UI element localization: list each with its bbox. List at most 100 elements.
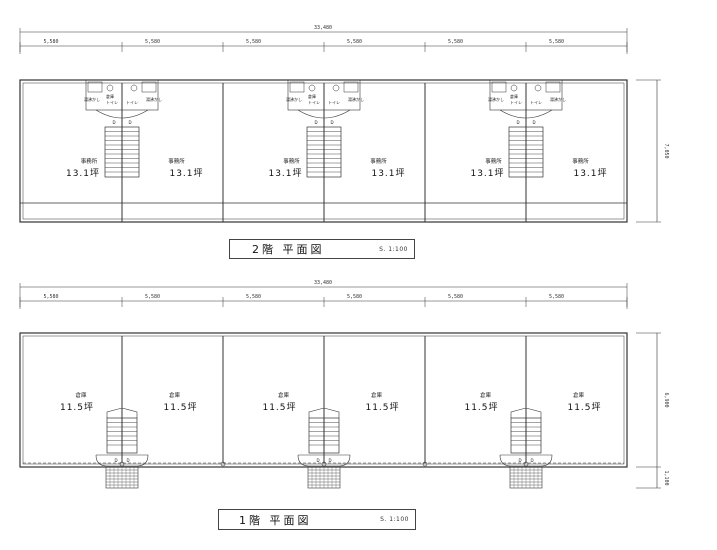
lower-area-label-left: 11.5坪: [60, 402, 94, 413]
upper-store-label: 倉庫: [510, 93, 518, 99]
lower-overall-dim: 33,480: [314, 280, 332, 286]
upper-wc-label-right: トイレ: [328, 100, 340, 105]
lower-door-label-left: D: [114, 458, 117, 463]
upper-landing-curve: [297, 109, 351, 119]
upper-sink-label-right: 湯沸かし: [146, 96, 162, 102]
upper-sink-left: [491, 81, 507, 93]
lower-area-label-right: 11.5坪: [567, 402, 601, 413]
upper-toilet-right: [130, 84, 138, 92]
lower-door-label-right: D: [530, 458, 533, 463]
upper-wc-label-right: トイレ: [126, 100, 138, 105]
upper-area-label-left: 13.1坪: [470, 168, 504, 179]
lower-entry-landing: [297, 454, 351, 467]
lower-bay-dim: 5,580: [145, 294, 160, 300]
upper-overall-dim: 33,480: [314, 25, 332, 31]
lower-height-dim: 6,900: [663, 392, 669, 407]
upper-area-label-left: 13.1坪: [268, 168, 302, 179]
upper-toilet-left: [106, 84, 114, 92]
first-floor-scale: S. 1:100: [380, 516, 409, 523]
upper-store-label: 倉庫: [308, 93, 316, 99]
lower-bay-dim: 5,580: [246, 294, 261, 300]
lower-bay-dim: 5,580: [347, 294, 362, 300]
upper-area-label-right: 13.1坪: [573, 168, 607, 179]
lower-door-label-left: D: [518, 458, 521, 463]
upper-room-label-right: 事務所: [168, 157, 185, 165]
lower-room-label-left: 倉庫: [75, 391, 87, 399]
second-floor-title-box: 2階 平面図 S. 1:100: [229, 239, 415, 259]
second-floor-title: 2階 平面図: [252, 243, 325, 256]
upper-toilet-left: [510, 84, 518, 92]
upper-door-label-right: D: [532, 120, 535, 125]
first-floor-plan: 33,480 5,580 5,580 5,580 5,580 5,580 5,580 6,90…: [19, 280, 669, 489]
lower-room-label-right: 倉庫: [371, 391, 383, 399]
lower-area-label-left: 11.5坪: [464, 402, 498, 413]
upper-area-label-right: 13.1坪: [169, 168, 203, 179]
upper-area-label-left: 13.1坪: [66, 168, 100, 179]
upper-wet-core: [287, 79, 361, 111]
upper-wc-label-left: トイレ: [510, 100, 522, 105]
lower-stair-hood: [308, 407, 340, 418]
lower-room-label-right: 倉庫: [573, 391, 585, 399]
lower-bay-dim: 5,580: [43, 294, 58, 300]
lower-column-base: [220, 461, 226, 467]
upper-door-label-right: D: [128, 120, 131, 125]
lower-area-label-right: 11.5坪: [163, 402, 197, 413]
lower-door-label-left: D: [316, 458, 319, 463]
lower-door-label-right: D: [328, 458, 331, 463]
upper-sink-label-right: 湯沸かし: [348, 96, 364, 102]
upper-toilet-right: [332, 84, 340, 92]
upper-wc-label-right: トイレ: [530, 100, 542, 105]
upper-sink-label-left: 湯沸かし: [84, 96, 100, 102]
lower-bay-dim: 5,580: [448, 294, 463, 300]
upper-bay-dim: 5,580: [347, 39, 362, 45]
upper-sink-label-right: 湯沸かし: [550, 96, 566, 102]
upper-sink-right: [343, 81, 359, 93]
upper-room-label-left: 事務所: [485, 157, 502, 165]
upper-toilet-left: [308, 84, 316, 92]
lower-unit-1: D D 倉庫 倉庫 11.5坪 11.5坪: [60, 391, 197, 489]
lower-area-label-right: 11.5坪: [365, 402, 399, 413]
upper-wet-core: [85, 79, 159, 111]
upper-sink-left: [289, 81, 305, 93]
lower-entry-landing: [499, 454, 553, 467]
upper-wet-core: [489, 79, 563, 111]
upper-wc-label-left: トイレ: [308, 100, 320, 105]
lower-area-label-left: 11.5坪: [262, 402, 296, 413]
upper-bay-dim: 5,580: [145, 39, 160, 45]
first-floor-title: 1階 平面図: [239, 513, 312, 527]
upper-sink-right: [141, 81, 157, 93]
upper-height-dim: 7,050: [663, 143, 669, 158]
first-floor-title-box: 1階 平面図 S. 1:100: [218, 509, 416, 530]
lower-entry-landing: [95, 454, 149, 467]
upper-door-label-left: D: [314, 120, 317, 125]
lower-door-label-right: D: [126, 458, 129, 463]
upper-bay-dim: 5,580: [43, 39, 58, 45]
upper-bay-dim: 5,580: [448, 39, 463, 45]
upper-wc-label-left: トイレ: [106, 100, 118, 105]
lower-bay-dim: 5,580: [549, 294, 564, 300]
upper-toilet-right: [534, 84, 542, 92]
upper-bay-dim: 5,580: [549, 39, 564, 45]
upper-room-label-left: 事務所: [81, 157, 98, 165]
upper-landing-curve: [95, 109, 149, 119]
lower-room-label-right: 倉庫: [169, 391, 181, 399]
upper-sink-left: [87, 81, 103, 93]
upper-area-label-right: 13.1坪: [371, 168, 405, 179]
lower-column-base: [422, 461, 428, 467]
lower-step-dim: 1,100: [663, 470, 669, 485]
upper-sink-label-left: 湯沸かし: [488, 96, 504, 102]
upper-door-label-left: D: [516, 120, 519, 125]
upper-landing-curve: [499, 109, 553, 119]
second-floor-scale: S. 1:100: [379, 245, 408, 253]
upper-room-label-right: 事務所: [572, 157, 589, 165]
lower-stair-hood: [510, 407, 542, 418]
upper-store-label: 倉庫: [106, 93, 114, 99]
lower-stair-hood: [106, 407, 138, 418]
